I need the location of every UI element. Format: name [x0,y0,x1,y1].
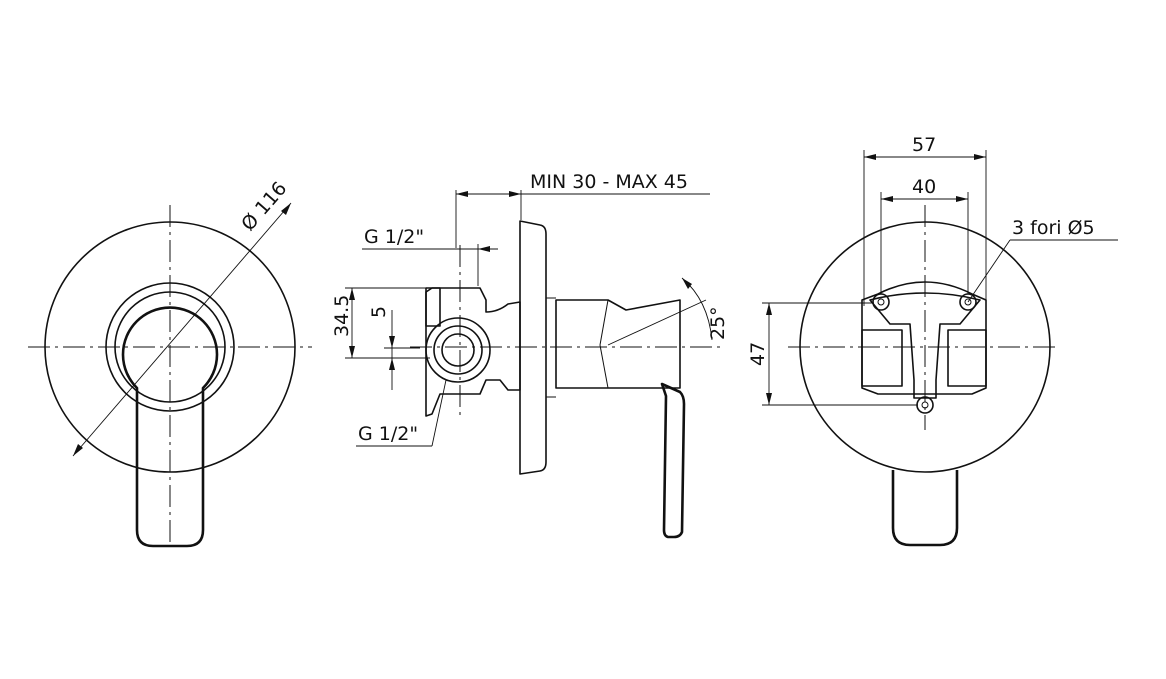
w57-label: 57 [912,134,936,156]
side-valve-body [425,287,521,417]
front-rosette-ring [105,282,235,412]
side-cartridge-edge [599,299,609,346]
front-rosette-outline [44,221,296,473]
h5-label: 5 [368,306,390,318]
h345-arrow-top [349,288,355,300]
rear-right-connector [947,329,987,387]
thread-top-arrow [478,246,490,252]
depth-label: MIN 30 - MAX 45 [530,171,688,193]
depth-arrow-left [456,191,468,197]
side-outlet-middle [433,325,483,375]
rear-hole-right-center [964,298,972,306]
side-view: MIN 30 - MAX 45 G 1/2" G 1/2" 34.5 5 25° [331,171,729,539]
rear-lever-handle [891,470,959,547]
rear-valve-body [861,281,987,395]
front-view: Ø 116 [28,178,312,548]
w40-label: 40 [912,176,936,198]
thread-bottom-label: G 1/2" [358,423,418,445]
diameter-label: Ø 116 [237,178,291,236]
rear-hole-bottom-center [921,401,929,409]
h47-label: 47 [747,342,769,366]
side-top-inlet [425,287,441,327]
h345-label: 34.5 [331,295,353,337]
side-outlet-inner [441,333,475,367]
depth-arrow-right [509,191,521,197]
h345-arrow-bottom [349,346,355,358]
rear-hole-left [872,293,890,311]
w57-arrow-right [974,154,986,160]
angle-arrow-top [682,278,692,289]
rear-mounting-bracket [869,292,981,399]
h47-arrow-top [766,303,772,315]
diameter-arrow-upper [281,203,291,215]
w40-arrow-right [956,196,968,202]
side-lever [660,382,686,539]
h5-arrow-bottom [389,358,395,370]
side-cartridge-housing [555,299,681,389]
side-rosette-plate [519,220,547,475]
holes-label: 3 fori Ø5 [1012,217,1095,239]
angle-leg [607,299,707,346]
rear-rosette-outline [799,221,1051,473]
h5-arrow-top [389,336,395,348]
w57-arrow-left [864,154,876,160]
front-lever-handle [121,306,219,548]
side-cartridge-edge-lower [599,344,609,389]
w40-arrow-left [881,196,893,202]
side-outlet-outer [425,317,491,383]
thread-bottom-pointer [431,379,447,447]
h47-arrow-bottom [766,393,772,405]
diameter-arrow-lower [73,444,83,456]
angle-label: 25° [707,306,729,340]
rear-hole-left-center [877,298,885,306]
rear-view: 57 40 47 3 fori Ø5 [747,134,1118,547]
holes-leader [967,239,1011,303]
thread-top-label: G 1/2" [364,226,424,248]
diameter-dimension-line [72,202,292,457]
rear-left-connector [861,329,903,387]
front-rosette-inner-ring [114,291,226,403]
